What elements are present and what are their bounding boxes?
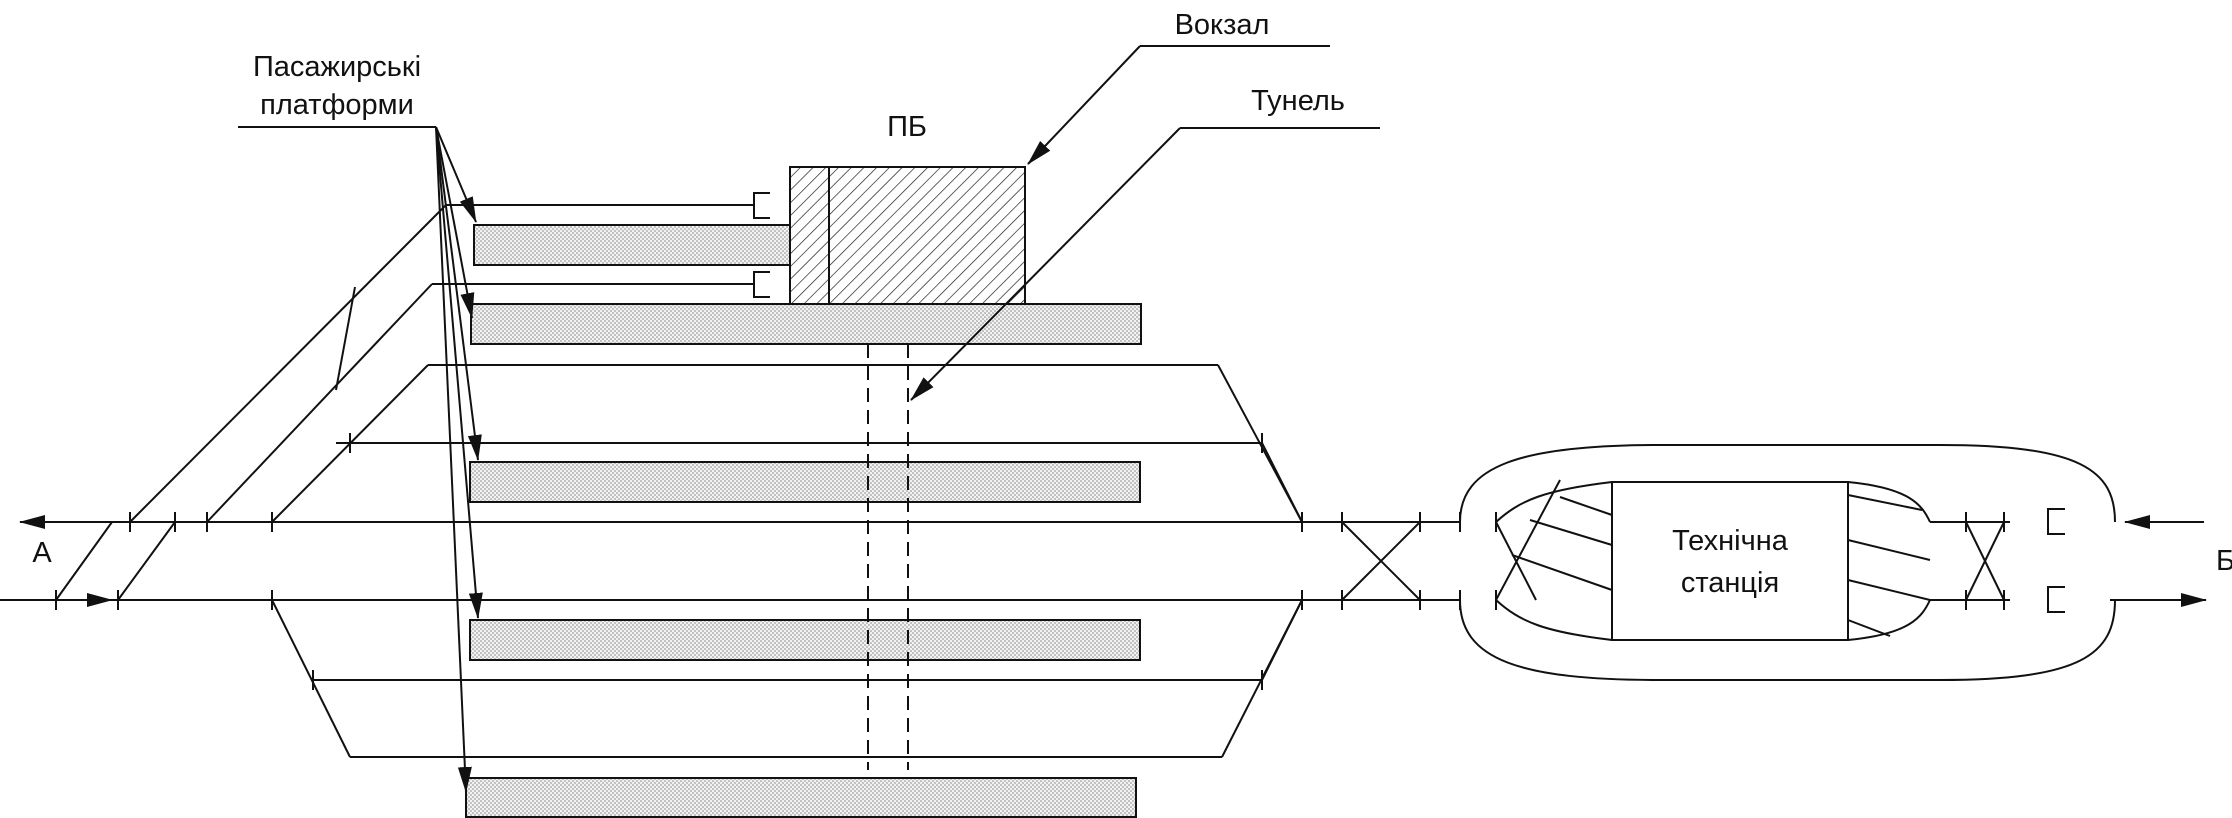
scissors-crossover — [1341, 521, 1421, 601]
end-b-label: Б — [2216, 545, 2232, 577]
tunnel-label: Тунель — [1251, 85, 1345, 117]
platforms-leader — [238, 126, 483, 793]
platform-2 — [470, 303, 1142, 345]
station-label: Вокзал — [1175, 9, 1270, 41]
technical-station-building — [1611, 481, 1849, 641]
left-throat — [55, 204, 1303, 758]
platform-3 — [469, 461, 1141, 503]
end-a-label: А — [32, 537, 52, 569]
tunnel — [867, 344, 909, 770]
platforms-label-line2: платформи — [260, 89, 414, 121]
tunnel-leader — [910, 127, 1380, 401]
technical-station-label-line2: станція — [1681, 567, 1779, 599]
station-leader — [1027, 45, 1330, 165]
main-tracks — [0, 515, 2207, 607]
technical-station-loop — [1459, 444, 2116, 681]
pb-label: ПБ — [887, 111, 927, 143]
technical-station-label-line1: Технічна — [1672, 525, 1789, 557]
dead-end-spurs — [432, 192, 770, 298]
platforms-label-line1: Пасажирські — [253, 51, 421, 83]
station-building — [789, 166, 1026, 305]
platform-5 — [465, 777, 1137, 818]
platform-1 — [473, 224, 791, 266]
platform-4 — [469, 619, 1141, 661]
